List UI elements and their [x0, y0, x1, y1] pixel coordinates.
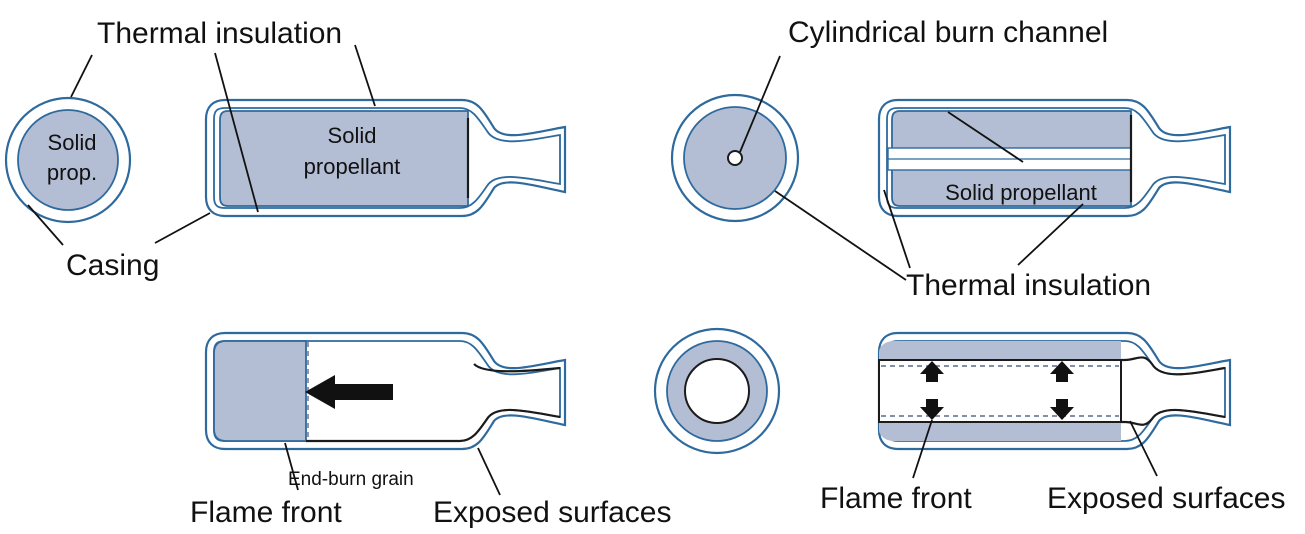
label-end-burn-grain: End-burn grain [288, 469, 414, 490]
label-solid-prop-circle: Solid prop. [47, 130, 97, 185]
leader-lines [27, 44, 1158, 496]
label-line: Solid [48, 130, 97, 155]
flame-arrow-left [920, 361, 944, 420]
label-flame-front-left: Flame front [190, 496, 342, 529]
label-flame-front-right: Flame front [820, 482, 972, 515]
flame-arrow-right [1050, 361, 1074, 420]
label-solid-propellant-rect: Solid propellant [304, 123, 401, 179]
label-thermal-insulation-right: Thermal insulation [906, 269, 1151, 302]
label-line: propellant [304, 154, 401, 179]
label-solid-propellant-right: Solid propellant [945, 180, 1097, 205]
label-casing: Casing [66, 249, 159, 282]
channel-cross-section [670, 93, 800, 223]
label-thermal-insulation-top: Thermal insulation [97, 17, 342, 50]
label-exposed-surfaces-right: Exposed surfaces [1047, 482, 1285, 515]
label-exposed-surfaces-left: Exposed surfaces [433, 496, 671, 529]
end-burn-motor-bottom [204, 331, 567, 451]
label-line: prop. [47, 160, 97, 185]
channel-motor-top [877, 98, 1232, 218]
flame-direction-arrow [305, 375, 393, 409]
ring-cross-section [653, 327, 781, 455]
label-line: Solid [328, 123, 377, 148]
channel-motor-bottom [877, 331, 1232, 451]
end-burn-cross-section [4, 96, 132, 224]
end-burn-motor-top [204, 98, 567, 218]
label-cylindrical-burn-channel: Cylindrical burn channel [788, 16, 1108, 49]
